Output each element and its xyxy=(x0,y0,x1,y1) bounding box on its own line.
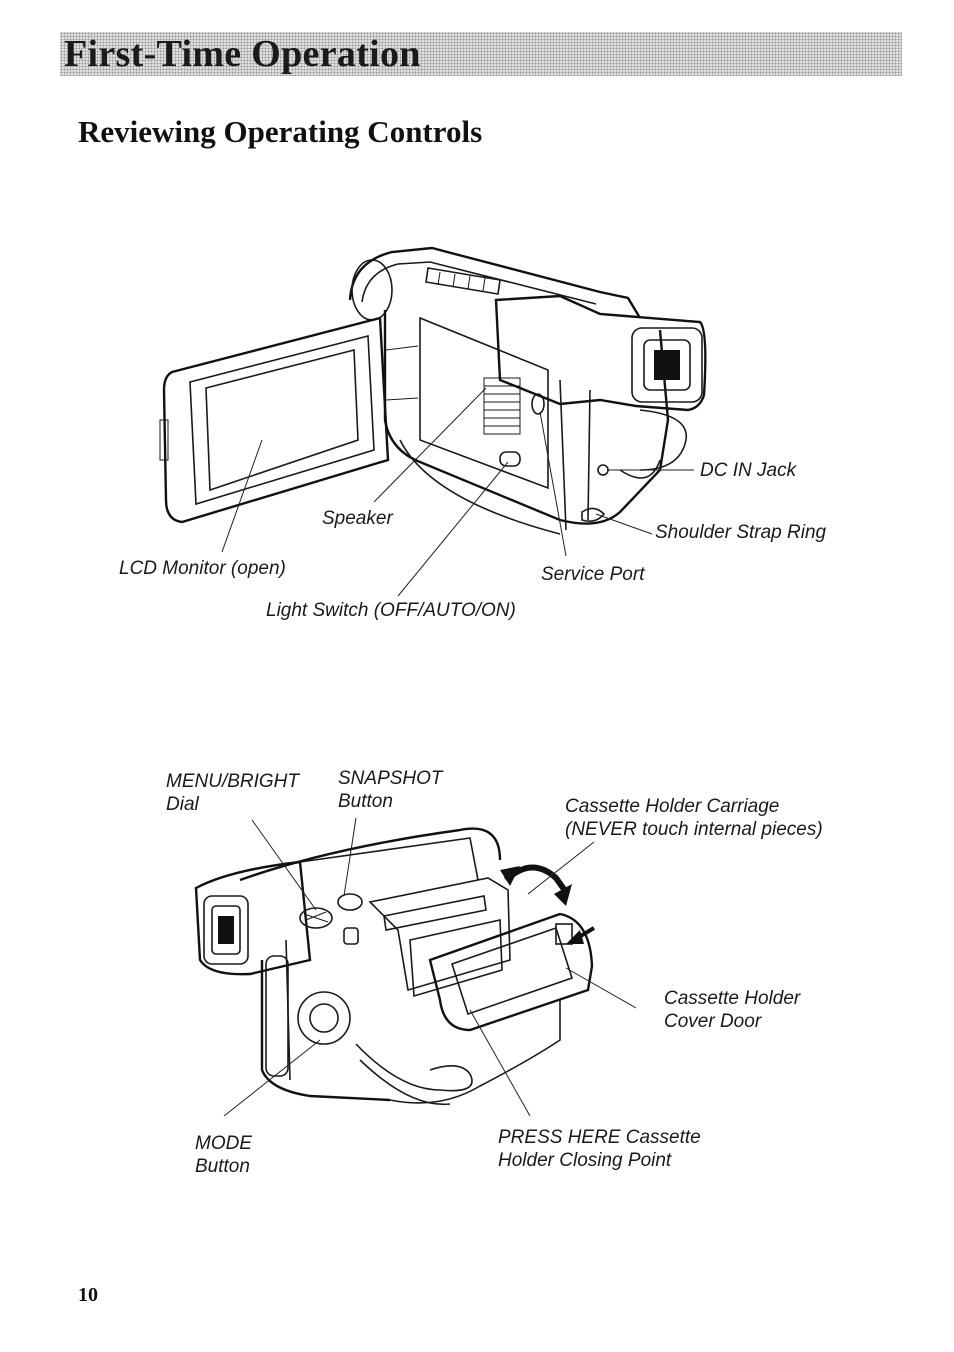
cassette-carriage-line2: (NEVER touch internal pieces) xyxy=(565,819,823,840)
menu-bright-line2: Dial xyxy=(166,794,199,815)
speaker-grille xyxy=(483,377,521,435)
menu-bright-leader xyxy=(251,819,317,911)
press-here-line2: Holder Closing Point xyxy=(498,1150,672,1171)
cassette-carriage-leader xyxy=(527,841,595,895)
camcorder-side-illustration xyxy=(159,246,707,535)
menu-bright-dial-illustration xyxy=(299,907,333,929)
press-here-line1: PRESS HERE Cassette xyxy=(498,1127,701,1148)
light-switch-label: Light Switch (OFF/AUTO/ON) xyxy=(266,600,516,621)
mode-line1: MODE xyxy=(195,1133,252,1154)
menu-bright-dial-label: MENU/BRIGHT Dial xyxy=(166,770,299,816)
snapshot-line1: SNAPSHOT xyxy=(338,768,443,789)
section-title: Reviewing Operating Controls xyxy=(78,114,483,149)
snapshot-button-label: SNAPSHOT Button xyxy=(338,767,443,813)
dc-in-jack-label: DC IN Jack xyxy=(700,460,797,481)
cassette-cover-line1: Cassette Holder xyxy=(664,988,801,1009)
lcd-monitor-illustration xyxy=(159,316,419,524)
press-here-leader xyxy=(469,1009,531,1117)
shoulder-strap-ring-leader xyxy=(595,513,653,535)
shoulder-strap-ring-label: Shoulder Strap Ring xyxy=(655,522,827,543)
light-switch-leader xyxy=(397,461,509,597)
cassette-cover-leader xyxy=(565,967,637,1009)
menu-bright-line1: MENU/BRIGHT xyxy=(166,771,299,792)
snapshot-line2: Button xyxy=(338,791,393,812)
cassette-cover-line2: Cover Door xyxy=(664,1011,762,1032)
camcorder-cassette-illustration xyxy=(194,827,596,1106)
press-here-label: PRESS HERE Cassette Holder Closing Point xyxy=(498,1126,701,1172)
mode-line2: Button xyxy=(195,1156,250,1177)
service-port-leader xyxy=(539,411,567,557)
header-banner: First-Time Operation xyxy=(60,32,902,76)
lcd-monitor-leader xyxy=(221,439,263,553)
banner-title: First-Time Operation xyxy=(64,33,421,75)
page-number: 10 xyxy=(78,1284,98,1306)
mode-button-illustration xyxy=(297,991,351,1045)
cassette-carriage-line1: Cassette Holder Carriage xyxy=(565,796,780,817)
speaker-label: Speaker xyxy=(322,508,393,529)
speaker-leader xyxy=(373,387,487,503)
cassette-cover-door-illustration xyxy=(428,912,594,1032)
mode-button-leader xyxy=(223,1039,321,1117)
snapshot-leader xyxy=(343,817,357,897)
service-port-label: Service Port xyxy=(541,564,645,585)
lcd-monitor-label: LCD Monitor (open) xyxy=(119,558,286,579)
mode-button-label: MODE Button xyxy=(195,1132,252,1178)
cassette-cover-door-label: Cassette Holder Cover Door xyxy=(664,987,800,1033)
cassette-carriage-label: Cassette Holder Carriage (NEVER touch in… xyxy=(565,795,823,841)
